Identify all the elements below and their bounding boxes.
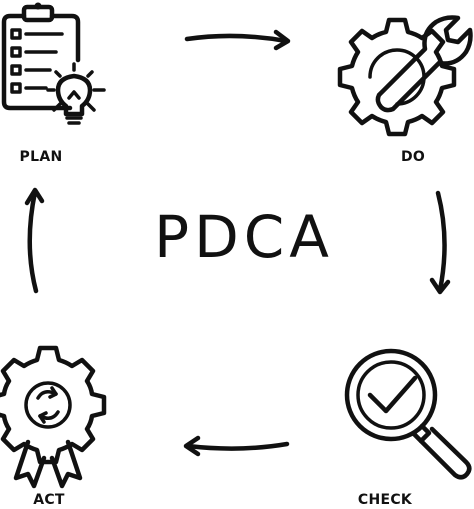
step-label-act: ACT — [33, 492, 65, 508]
gear-wrench-icon — [337, 15, 473, 137]
gear-badge-icon — [0, 345, 107, 489]
step-label-plan: PLAN — [20, 149, 63, 165]
magnifier-check-icon — [344, 348, 472, 480]
step-label-check: CHECK — [358, 492, 413, 508]
arrow-do-to-check — [429, 190, 451, 295]
arrow-check-to-act — [183, 435, 290, 457]
arrow-act-to-plan — [24, 187, 45, 294]
clipboard-lightbulb-icon — [1, 2, 106, 125]
center-title: PDCA — [154, 203, 334, 271]
arrow-plan-to-do — [184, 29, 291, 51]
step-label-do: DO — [401, 149, 425, 165]
